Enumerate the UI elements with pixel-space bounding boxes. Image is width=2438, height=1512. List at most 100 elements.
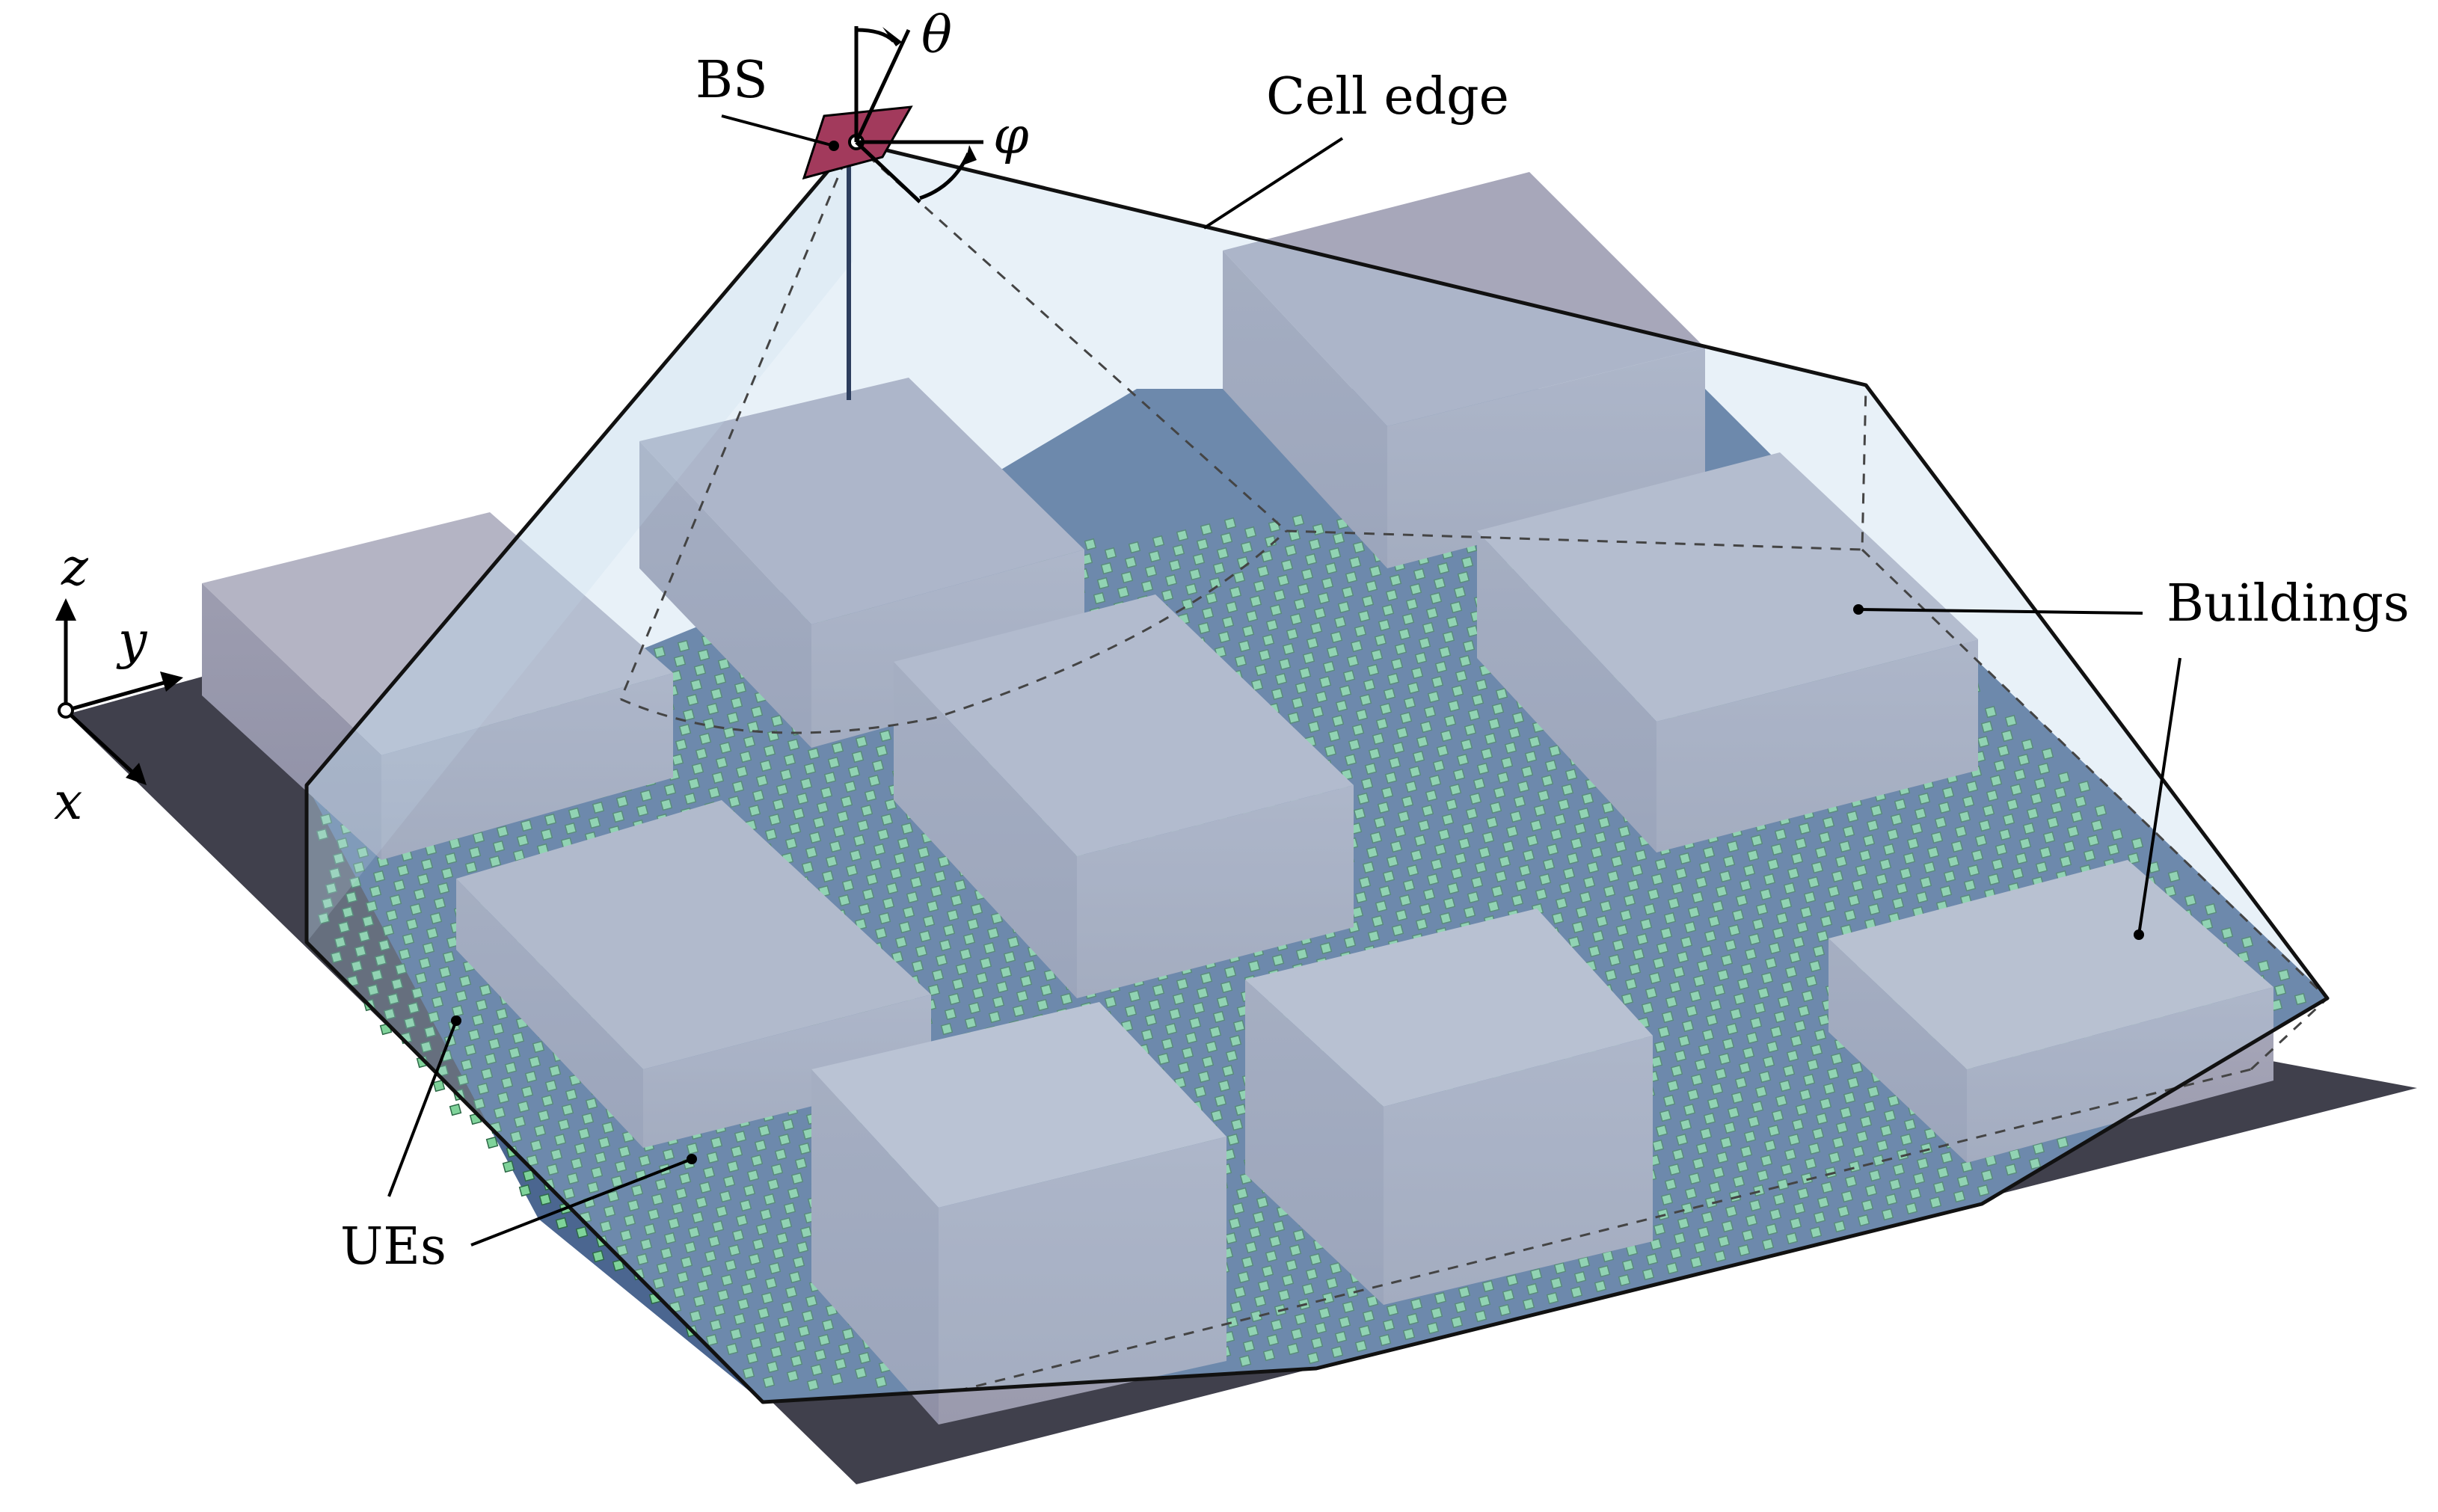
ue-marker [660,798,673,811]
ue-marker [1093,591,1106,605]
ue-marker [722,726,736,740]
ue-marker [671,753,684,766]
ue-marker [1330,630,1343,644]
ue-marker [1418,636,1431,650]
ue-marker [1429,591,1443,605]
ue-marker [1369,565,1382,578]
ue-marker [1317,591,1330,605]
ue-marker [768,813,782,826]
ue-marker [856,819,870,832]
ue-marker [1433,577,1446,590]
ue-marker [1366,663,1380,677]
ue-marker [831,741,844,755]
ue-marker [1258,648,1271,662]
ue-marker [1084,538,1097,551]
ue-marker [1328,547,1342,560]
ue-marker [336,837,349,850]
ue-marker [1307,720,1321,734]
ue-marker [686,693,699,707]
ue-marker [354,944,367,958]
ue-marker [426,926,439,940]
ue-marker [1405,597,1419,611]
ue-marker [1318,675,1332,689]
ue-marker [639,789,653,802]
ue-marker [1363,678,1376,692]
ue-marker [405,918,419,931]
ue-marker [763,744,776,757]
ue-marker [816,801,829,814]
ue-marker [332,852,346,865]
ue-marker [1335,699,1348,713]
ue-marker [1337,600,1351,614]
ue-marker [1434,660,1448,674]
ue-marker [772,798,785,811]
ue-marker [1451,684,1464,698]
ue-marker [1216,547,1229,560]
ue-marker [673,654,687,668]
ue-marker [755,774,769,787]
ue-marker [1238,639,1251,653]
ue-marker [402,932,415,946]
theta-label: θ [921,6,952,65]
ue-marker [844,780,857,793]
axis-z-label: z [61,538,89,597]
ue-marker [807,747,820,760]
ue-marker [389,894,402,907]
ue-marker [538,1193,552,1206]
ue-marker [1196,538,1209,551]
ue-marker [739,750,752,763]
ue-marker [713,672,727,686]
ue-marker [784,837,798,850]
ue-marker [1345,571,1358,584]
ue-marker [374,953,387,967]
ue-marker [1256,565,1270,578]
ue-marker [1410,666,1424,680]
ue-marker [796,792,809,805]
ue-marker [1273,588,1286,602]
z-arrowhead [55,598,76,621]
ue-marker [520,819,533,832]
ue-marker [1197,621,1211,635]
ue-marker [1357,609,1371,623]
ue-marker [829,840,842,853]
ue-marker [1100,562,1114,575]
ue-marker [653,645,666,659]
ue-marker [1457,571,1470,584]
ue-marker [592,801,605,814]
ue-marker [1381,603,1395,617]
ue-marker [1387,672,1400,686]
ue-marker [1389,574,1402,587]
ue-marker [1438,645,1452,659]
ue-marker [1352,541,1366,554]
ue-marker [1475,678,1488,692]
ue-marker [1315,690,1328,704]
ue-marker [352,861,366,874]
ue-marker [884,798,897,811]
ue-marker [468,846,482,859]
ue-marker [1394,642,1407,656]
ue-marker [1286,627,1299,641]
ue-marker [779,768,793,781]
ue-marker [1282,642,1295,656]
ue-marker [1414,651,1428,665]
ue-marker [1370,648,1384,662]
ue-marker [1339,684,1352,698]
ue-marker [697,648,710,662]
ue-marker [1365,580,1378,593]
ue-marker [1144,565,1158,578]
ue-marker [393,879,406,892]
phi-label: φ [993,107,1029,166]
ue-marker [1407,681,1420,695]
ue-marker [805,846,818,859]
ue-marker [853,834,866,847]
ue-marker [1293,597,1306,611]
ue-marker [555,1217,568,1230]
ue-marker [1168,559,1182,572]
ue-marker [1277,574,1290,587]
ue-marker [319,813,333,826]
ue-marker [334,935,347,949]
ue-marker [706,702,719,716]
ue-marker [1354,624,1367,638]
ue-marker [1244,526,1257,539]
